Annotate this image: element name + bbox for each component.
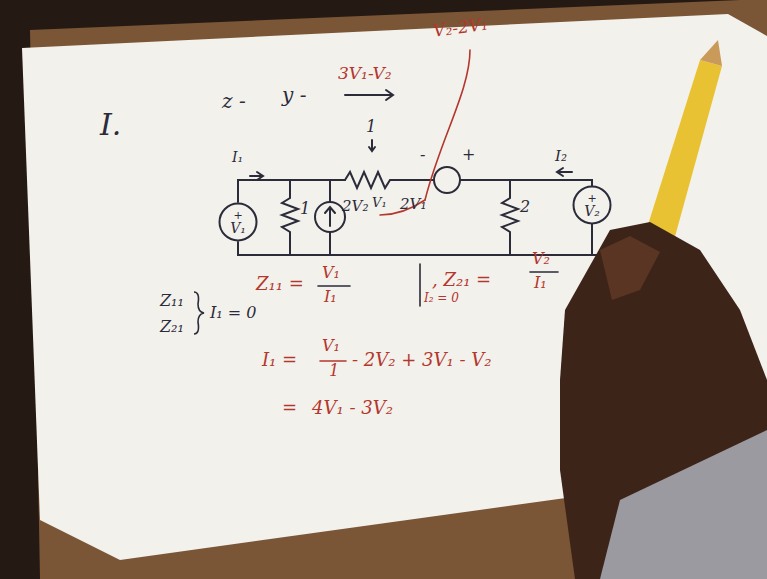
source-label: + (218, 210, 258, 221)
handwritten-label: V₁ (322, 264, 340, 282)
handwritten-label: I₁ (324, 288, 337, 306)
handwritten-label: V₂ (532, 250, 550, 268)
handwritten-label: I₂ = 0 (424, 292, 459, 305)
handwritten-label: I₁ = (262, 350, 297, 370)
handwritten-label: 2 (520, 198, 530, 216)
handwritten-label: 1 (300, 200, 310, 218)
handwritten-label: Z₁₁ (160, 292, 184, 310)
handwritten-label: y - (282, 84, 306, 106)
handwritten-label: 2V₁ (400, 196, 426, 213)
handwritten-label: - 2V₂ + 3V₁ - V₂ (352, 350, 491, 370)
handwritten-label: I₂ (555, 148, 567, 165)
handwritten-label: z - (222, 90, 246, 112)
handwritten-label: 3V₁-V₂ (338, 64, 392, 83)
handwritten-label: = (282, 398, 297, 418)
source-label: V₁ (218, 221, 258, 235)
handwritten-label: + (462, 146, 475, 164)
handwritten-label: I₁ (232, 150, 243, 165)
handwritten-label: V₁ (322, 337, 340, 355)
source-label: V₂ (572, 204, 612, 218)
handwritten-label: I. (100, 108, 121, 141)
voltage-source: +V₂ (572, 185, 612, 225)
handwritten-label: I₁ (534, 274, 547, 292)
handwritten-label: Z₁₁ = (256, 274, 304, 294)
voltage-source: +V₁ (218, 202, 258, 242)
handwritten-label: 2V₂ (342, 198, 368, 215)
handwritten-label: , Z₂₁ = (432, 270, 491, 290)
source-label: + (572, 193, 612, 204)
handwritten-label: 1 (329, 362, 339, 380)
handwritten-label: Z₂₁ (160, 318, 184, 336)
handwritten-label: 1 (366, 118, 376, 136)
handwritten-label: V₁ (372, 196, 387, 210)
handwritten-label: I₁ = 0 (210, 304, 257, 322)
handwritten-label: 4V₁ - 3V₂ (312, 398, 393, 418)
handwritten-label: - (420, 146, 425, 164)
